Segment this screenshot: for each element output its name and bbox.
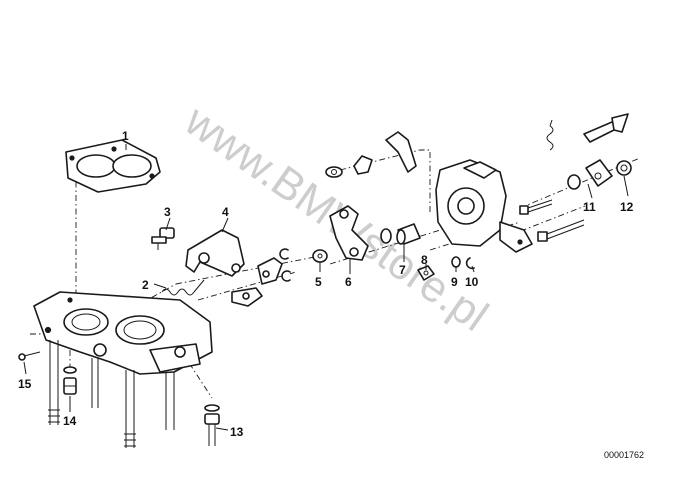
callout-6: 6 [345,275,352,289]
leader-lines [23,144,629,431]
part-clip-small [465,257,475,270]
part-ring-small [451,256,461,268]
callout-13: 13 [230,425,244,439]
part-nut-small [417,265,435,281]
part-long-bolts [519,199,585,242]
part-lever [185,229,245,277]
part-spring [161,279,205,296]
part-pump-housing [435,159,533,253]
callout-15: 15 [18,377,32,391]
part-throttle-housing [33,291,213,375]
part-upper-spring [546,113,629,151]
callout-14: 14 [63,414,77,428]
part-pin [18,351,41,361]
part-link-plate [231,257,283,307]
part-bolt [204,404,220,446]
part-screw [151,227,175,250]
part-bellcrank [329,205,392,261]
callout-7: 7 [399,263,406,277]
callout-9: 9 [451,275,458,289]
part-washer [312,249,328,263]
part-nut [63,366,77,395]
callout-4: 4 [222,205,229,219]
part-clips [279,248,291,282]
callout-10: 10 [465,275,479,289]
callout-labels: 1 2 3 4 5 6 7 8 9 10 11 12 13 14 15 [18,129,634,439]
callout-11: 11 [583,200,596,214]
callout-1: 1 [122,129,129,143]
part-rocker [567,159,613,190]
diagram-reference-code: 00001762 [604,450,644,460]
part-studs [48,340,175,448]
callout-5: 5 [315,275,322,289]
callout-2: 2 [142,278,149,292]
part-upper-linkage [325,131,417,178]
callout-3: 3 [164,205,171,219]
part-gasket [65,139,161,193]
callout-12: 12 [620,200,634,214]
part-end-nut [616,160,632,176]
callout-8: 8 [421,253,428,267]
part-bushing [396,223,421,245]
